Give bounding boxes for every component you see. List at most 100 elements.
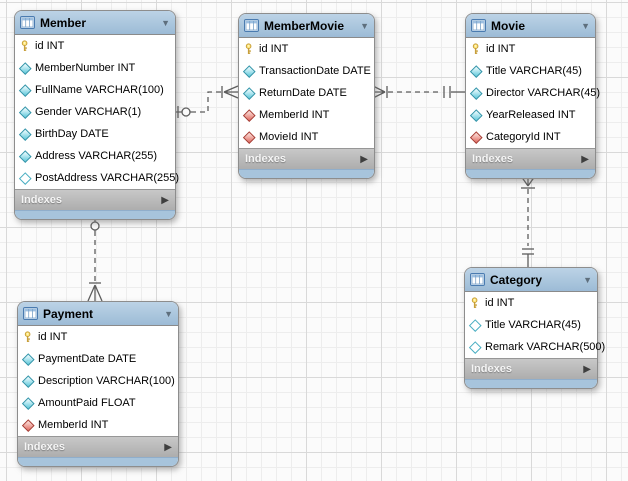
column-label: Address VARCHAR(255) xyxy=(35,150,157,162)
table-category[interactable]: Category ▼ id INT Title VARCHAR(45) Remark V… xyxy=(464,267,598,389)
primary-key-icon xyxy=(19,40,31,52)
column-label: Title VARCHAR(45) xyxy=(485,319,581,331)
column-label: Title VARCHAR(45) xyxy=(486,65,582,77)
not-null-icon xyxy=(19,128,31,140)
column-label: MemberNumber INT xyxy=(35,62,135,74)
collapse-arrow-icon[interactable]: ▼ xyxy=(583,275,592,285)
column-row[interactable]: Title VARCHAR(45) xyxy=(465,314,597,336)
indexes-bar[interactable]: Indexes▶ xyxy=(18,436,178,457)
indexes-bar[interactable]: Indexes▶ xyxy=(465,358,597,379)
collapse-arrow-icon[interactable]: ▼ xyxy=(161,18,170,28)
column-label: Remark VARCHAR(500) xyxy=(485,341,605,353)
column-label: CategoryId INT xyxy=(486,131,561,143)
column-label: Director VARCHAR(45) xyxy=(486,87,600,99)
column-list: id INTTransactionDate DATEReturnDate DAT… xyxy=(239,38,374,148)
column-row[interactable]: Description VARCHAR(100) xyxy=(18,370,178,392)
collapse-arrow-icon[interactable]: ▼ xyxy=(360,21,369,31)
expand-arrow-icon[interactable]: ▶ xyxy=(360,154,368,165)
column-row[interactable]: CategoryId INT xyxy=(466,126,595,148)
expand-arrow-icon[interactable]: ▶ xyxy=(161,195,169,206)
table-title: Category xyxy=(490,273,578,287)
not-null-icon xyxy=(19,62,31,74)
table-header[interactable]: Member ▼ xyxy=(15,11,175,35)
table-payment[interactable]: Payment ▼ id INTPaymentDate DATE Descriptio… xyxy=(17,301,179,467)
relationship-member-membermovie[interactable] xyxy=(174,86,238,118)
indexes-label: Indexes xyxy=(24,441,164,453)
indexes-label: Indexes xyxy=(471,363,583,375)
not-null-icon xyxy=(19,84,31,96)
column-row[interactable]: id INT xyxy=(18,326,178,348)
column-label: id INT xyxy=(35,40,64,52)
nullable-icon xyxy=(19,172,31,184)
column-row[interactable]: PostAddress VARCHAR(255) xyxy=(15,167,175,189)
table-header[interactable]: Movie ▼ xyxy=(466,14,595,38)
table-icon xyxy=(470,273,485,286)
column-row[interactable]: ReturnDate DATE xyxy=(239,82,374,104)
column-label: PostAddress VARCHAR(255) xyxy=(35,172,179,184)
expand-arrow-icon[interactable]: ▶ xyxy=(581,154,589,165)
table-member[interactable]: Member ▼ id INT MemberNumber INT FullName VA… xyxy=(14,10,176,220)
column-row[interactable]: AmountPaid FLOAT xyxy=(18,392,178,414)
not-null-icon xyxy=(19,150,31,162)
expand-arrow-icon[interactable]: ▶ xyxy=(164,442,172,453)
column-label: YearReleased INT xyxy=(486,109,575,121)
column-row[interactable]: PaymentDate DATE xyxy=(18,348,178,370)
table-title: Member xyxy=(40,16,156,30)
column-label: Description VARCHAR(100) xyxy=(38,375,175,387)
collapse-arrow-icon[interactable]: ▼ xyxy=(164,309,173,319)
column-list: id INT MemberNumber INT FullName VARCHAR(1… xyxy=(15,35,175,189)
table-title: Movie xyxy=(491,19,576,33)
indexes-bar[interactable]: Indexes▶ xyxy=(15,189,175,210)
table-header[interactable]: Payment ▼ xyxy=(18,302,178,326)
column-row[interactable]: TransactionDate DATE xyxy=(239,60,374,82)
table-bottom-strip xyxy=(466,169,595,178)
indexes-bar[interactable]: Indexes▶ xyxy=(466,148,595,169)
column-row[interactable]: BirthDay DATE xyxy=(15,123,175,145)
table-title: Payment xyxy=(43,307,159,321)
column-row[interactable]: MemberId INT xyxy=(239,104,374,126)
relationship-member-payment[interactable] xyxy=(88,216,102,301)
table-header[interactable]: Category ▼ xyxy=(465,268,597,292)
table-title: MemberMovie xyxy=(264,19,355,33)
column-row[interactable]: Remark VARCHAR(500) xyxy=(465,336,597,358)
column-label: MemberId INT xyxy=(259,109,329,121)
column-label: BirthDay DATE xyxy=(35,128,109,140)
indexes-label: Indexes xyxy=(472,153,581,165)
column-row[interactable]: MemberNumber INT xyxy=(15,57,175,79)
table-bottom-strip xyxy=(465,379,597,388)
column-row[interactable]: id INT xyxy=(239,38,374,60)
not-null-icon xyxy=(470,65,482,77)
indexes-label: Indexes xyxy=(245,153,360,165)
collapse-arrow-icon[interactable]: ▼ xyxy=(581,21,590,31)
relationship-membermovie-movie[interactable] xyxy=(373,86,465,98)
column-row[interactable]: FullName VARCHAR(100) xyxy=(15,79,175,101)
expand-arrow-icon[interactable]: ▶ xyxy=(583,364,591,375)
not-null-icon xyxy=(243,87,255,99)
column-label: MovieId INT xyxy=(259,131,318,143)
column-row[interactable]: id INT xyxy=(466,38,595,60)
foreign-key-icon xyxy=(243,131,255,143)
column-row[interactable]: MovieId INT xyxy=(239,126,374,148)
not-null-icon xyxy=(22,353,34,365)
foreign-key-icon xyxy=(243,109,255,121)
column-label: MemberId INT xyxy=(38,419,108,431)
column-list: id INT Title VARCHAR(45) Director VARCHAR(… xyxy=(466,38,595,148)
column-row[interactable]: id INT xyxy=(465,292,597,314)
indexes-bar[interactable]: Indexes▶ xyxy=(239,148,374,169)
column-row[interactable]: Address VARCHAR(255) xyxy=(15,145,175,167)
table-movie[interactable]: Movie ▼ id INT Title VARCHAR(45) Director VA… xyxy=(465,13,596,179)
primary-key-icon xyxy=(22,331,34,343)
table-membermovie[interactable]: MemberMovie ▼ id INTTransactionDate DATERe… xyxy=(238,13,375,179)
column-row[interactable]: Title VARCHAR(45) xyxy=(466,60,595,82)
relationship-movie-category[interactable] xyxy=(521,176,535,267)
column-row[interactable]: Director VARCHAR(45) xyxy=(466,82,595,104)
nullable-icon xyxy=(469,341,481,353)
indexes-label: Indexes xyxy=(21,194,161,206)
column-row[interactable]: YearReleased INT xyxy=(466,104,595,126)
column-row[interactable]: MemberId INT xyxy=(18,414,178,436)
nullable-icon xyxy=(469,319,481,331)
table-header[interactable]: MemberMovie ▼ xyxy=(239,14,374,38)
column-row[interactable]: id INT xyxy=(15,35,175,57)
column-row[interactable]: Gender VARCHAR(1) xyxy=(15,101,175,123)
